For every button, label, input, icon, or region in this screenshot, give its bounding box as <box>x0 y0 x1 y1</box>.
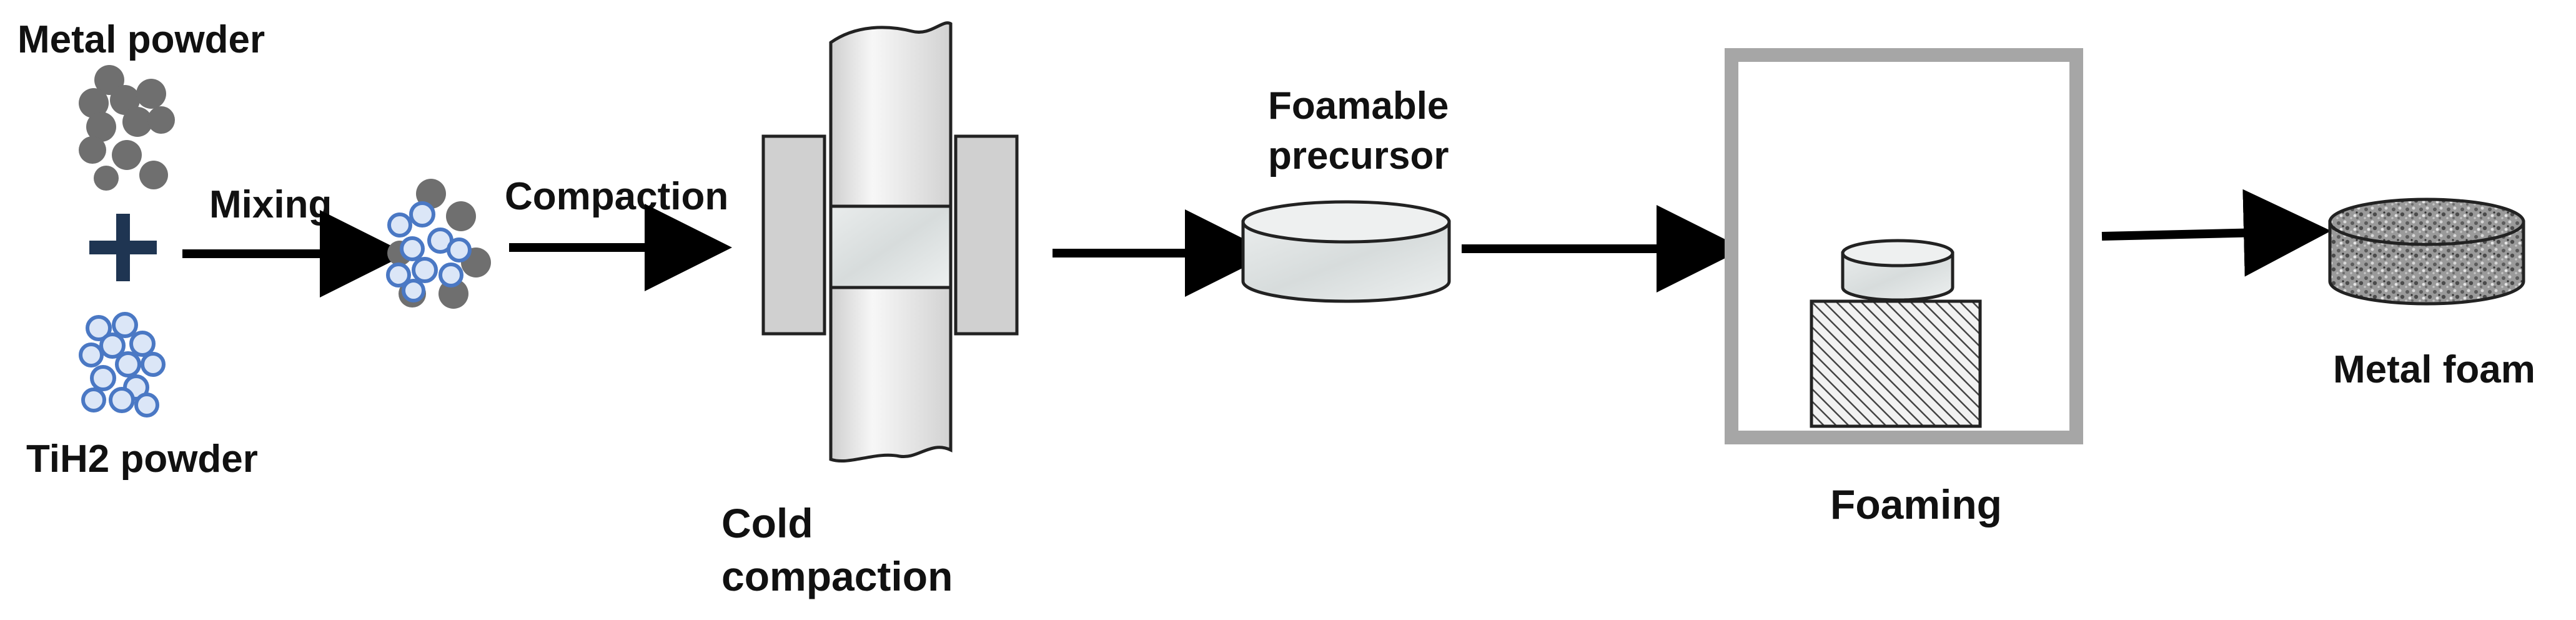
metal-foam-label: Metal foam <box>2333 348 2535 391</box>
cold-compaction-label-line2: compaction <box>721 553 953 599</box>
metal-powder-particles <box>79 65 175 191</box>
plus-icon <box>89 214 157 281</box>
tih2-powder-particles <box>79 312 166 418</box>
foaming-furnace <box>1725 48 2083 444</box>
cold-compaction-die <box>761 21 1019 463</box>
compact-powder <box>829 204 953 289</box>
foamable-precursor-label-line2: precursor <box>1268 134 1449 178</box>
die-right-block <box>954 134 1019 336</box>
precursor-in-furnace <box>1841 239 1954 302</box>
die-left-block <box>761 134 826 336</box>
metal-powder-label: Metal powder <box>17 18 265 61</box>
cold-compaction-label-line1: Cold <box>721 500 813 546</box>
mixed-powder-particles <box>386 179 491 309</box>
foamable-precursor-label-line1: Foamable <box>1268 84 1449 128</box>
upper-punch <box>829 21 953 208</box>
compaction-label: Compaction <box>505 175 728 218</box>
mixing-label: Mixing <box>209 183 332 226</box>
lower-punch <box>829 286 953 463</box>
foaming-label: Foaming <box>1830 481 2002 528</box>
tih2-powder-label: TiH2 powder <box>26 438 258 481</box>
metal-foam-disk <box>2328 198 2525 306</box>
foam-arrow <box>2101 189 2331 277</box>
furnace-pedestal <box>1810 299 1982 428</box>
foamable-precursor-disk <box>1241 200 1451 303</box>
